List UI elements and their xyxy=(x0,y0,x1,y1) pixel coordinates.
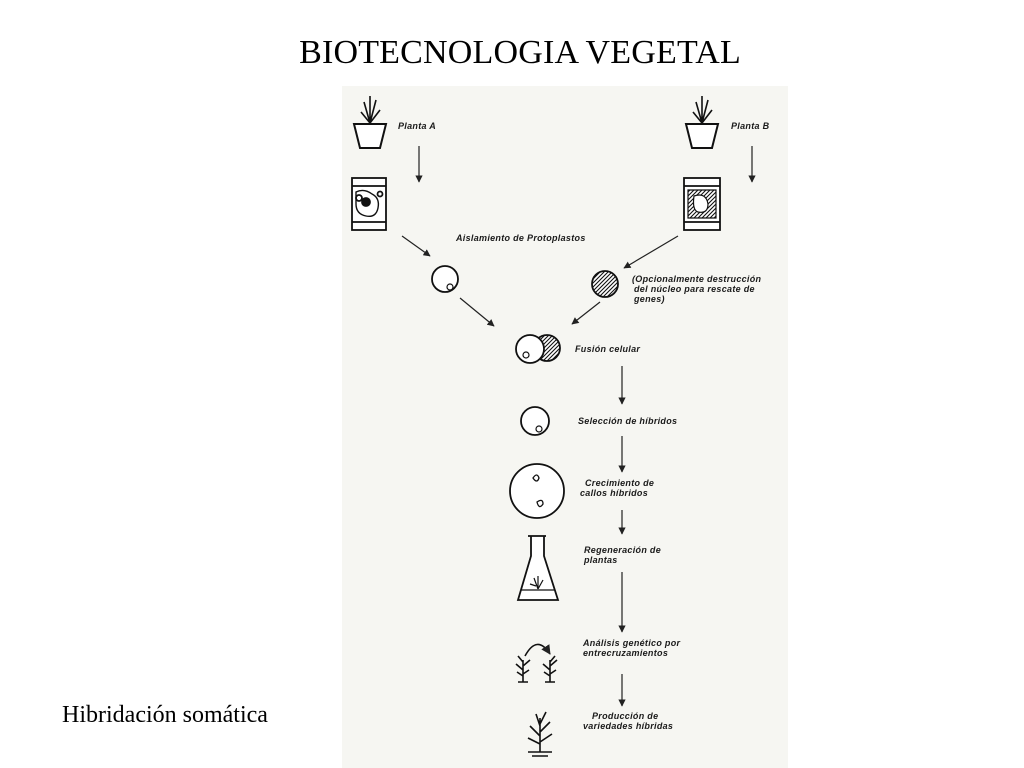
fused-cell-icon xyxy=(515,334,561,364)
label-optional-line-2: del núcleo para rescate de xyxy=(634,284,755,294)
diagram-drawing xyxy=(351,96,756,757)
slide-title: BIOTECNOLOGIA VEGETAL xyxy=(299,34,741,71)
somatic-hybridization-figure: Planta A Planta B Aislamiento de Protopl… xyxy=(342,86,788,768)
label-protoplast-isolation: Aislamiento de Protoplastos xyxy=(456,233,586,243)
protoplast-a-icon xyxy=(431,265,459,293)
protoplast-b-icon xyxy=(591,270,619,298)
arrow-isolation-a xyxy=(401,235,431,257)
plant-a-pot-icon xyxy=(352,96,388,149)
plant-b-cell-icon xyxy=(683,177,721,231)
arrow-isolation-b xyxy=(623,235,679,269)
label-plant-a: Planta A xyxy=(398,121,437,131)
crossing-plants-icon xyxy=(515,643,558,683)
slide-caption: Hibridación somática xyxy=(62,702,268,728)
label-regeneration-line-1: Regeneración de xyxy=(584,545,662,555)
arrow-to-fusion-a xyxy=(459,297,495,327)
hybrid-cell-icon xyxy=(520,406,550,436)
label-cell-fusion: Fusión celular xyxy=(575,344,641,354)
label-growth-line-1: Crecimiento de xyxy=(585,478,655,488)
flask-regeneration-icon xyxy=(516,535,560,601)
hybrid-variety-plant-icon xyxy=(527,711,553,757)
plant-b-pot-icon xyxy=(684,96,720,149)
arrow-to-fusion-b xyxy=(571,301,601,325)
label-optional-line-1: (Opcionalmente destrucción xyxy=(632,274,762,284)
label-growth-line-2: callos híbridos xyxy=(580,488,649,498)
label-analysis-line-1: Análisis genético por xyxy=(583,638,681,648)
label-production-line-1: Producción de xyxy=(592,711,659,721)
label-plant-b: Planta B xyxy=(731,121,770,131)
label-hybrid-selection: Selección de híbridos xyxy=(578,416,678,426)
label-production-line-2: variedades híbridas xyxy=(583,721,674,731)
label-analysis-line-2: entrecruzamientos xyxy=(583,648,669,658)
label-optional-line-3: genes) xyxy=(634,294,665,304)
plant-a-cell-icon xyxy=(351,177,387,231)
hybrid-callus-icon xyxy=(509,463,565,519)
label-regeneration-line-2: plantas xyxy=(584,555,618,565)
